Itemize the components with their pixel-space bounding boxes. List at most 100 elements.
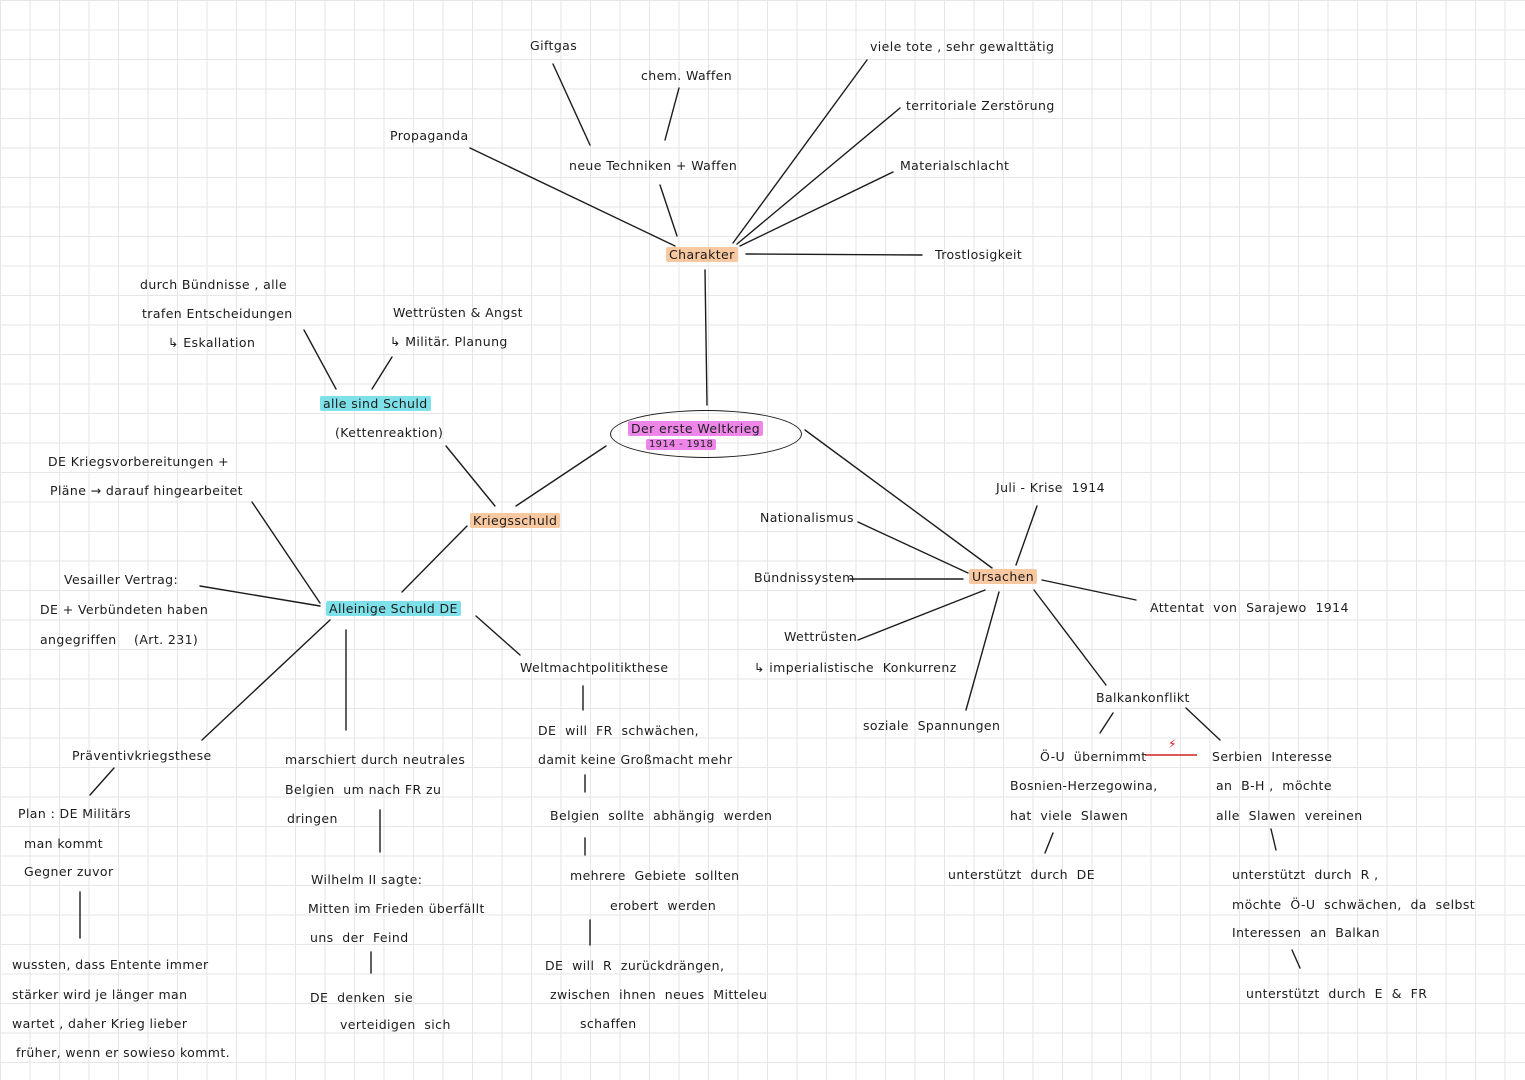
wilhelm-line-1: Wilhelm II sagte: [311, 872, 423, 887]
wettruesten-node: Wettrüsten [784, 629, 858, 644]
trostlosigkeit-node: Trostlosigkeit [935, 247, 1023, 262]
serbien-support-line-2: möchte Ö-U schwächen, da selbst [1232, 897, 1476, 912]
connector [1185, 707, 1221, 741]
connector [1033, 589, 1107, 686]
kriegsvorbereitungen-line-1: DE Kriegsvorbereitungen + [48, 454, 230, 469]
kriegsschuld-node: Kriegsschuld [470, 513, 561, 528]
connector [659, 184, 678, 237]
denken-line-2: verteidigen sich [340, 1017, 451, 1032]
connector [736, 107, 901, 245]
oe-u-line-3: hat viele Slawen [1010, 808, 1129, 823]
balkankonflikt-node: Balkankonflikt [1096, 690, 1190, 705]
soziale-spannungen-node: soziale Spannungen [863, 718, 1001, 733]
wilhelm-line-3: uns der Feind [310, 930, 409, 945]
connector [199, 585, 321, 607]
attentat-node: Attentat von Sarajewo 1914 [1150, 600, 1349, 615]
connector [804, 429, 993, 569]
buendnisse-line-1: durch Bündnisse , alle [140, 277, 287, 292]
serbien-support-line-3: Interessen an Balkan [1232, 925, 1380, 940]
connector [515, 445, 607, 507]
connector [664, 87, 680, 141]
oe-u-line-2: Bosnien-Herzegowina, [1010, 778, 1158, 793]
buendnissystem-node: Bündnissystem [754, 570, 855, 585]
belgien-line-1: marschiert durch neutrales [285, 752, 466, 767]
propaganda-node: Propaganda [390, 128, 469, 143]
versailler-line-3: angegriffen (Art. 231) [40, 632, 199, 647]
buendnisse-line-2: trafen Entscheidungen [142, 306, 293, 321]
weltmacht-node: Weltmachtpolitikthese [520, 660, 669, 675]
weltmacht-belgien: Belgien sollte abhängig werden [550, 808, 773, 823]
weltmacht-russland-line-1: DE will R zurückdrängen, [545, 958, 725, 973]
connector [745, 253, 923, 256]
weltmacht-gebiete-line-2: erobert werden [610, 898, 717, 913]
serbien-support-line-1: unterstützt durch R , [1232, 867, 1379, 882]
connector [965, 591, 1000, 711]
wettruesten-angst-line-2: ↳ Militär. Planung [390, 334, 508, 349]
serbien-line-2: an B-H , möchte [1216, 778, 1332, 793]
praeventiv-detail-line-3: wartet , daher Krieg lieber [12, 1016, 188, 1031]
charakter-node: Charakter [666, 247, 738, 262]
buendnisse-line-3: ↳ Eskallation [168, 335, 256, 350]
praeventiv-detail-line-1: wussten, dass Entente immer [12, 957, 209, 972]
belgien-line-3: dringen [287, 811, 338, 826]
materialschlacht-node: Materialschlacht [900, 158, 1010, 173]
territoriale-node: territoriale Zerstörung [906, 98, 1055, 113]
kriegsvorbereitungen-line-2: Pläne → darauf hingearbeitet [50, 483, 243, 498]
versailler-line-2: DE + Verbündeten haben [40, 602, 209, 617]
wettruesten-angst-line-1: Wettrüsten & Angst [393, 305, 523, 320]
juli-krise-node: Juli - Krise 1914 [996, 480, 1105, 495]
connector [475, 615, 521, 656]
alleinige-schuld-node: Alleinige Schuld DE [326, 601, 461, 616]
belgien-line-2: Belgien um nach FR zu [285, 782, 442, 797]
connector [251, 501, 321, 604]
connector [1044, 832, 1054, 854]
weltmacht-schwaechen-line-1: DE will FR schwächen, [538, 723, 700, 738]
connector [1270, 828, 1277, 851]
praeventiv-plan-line-2: man kommt [24, 836, 104, 851]
connector [401, 525, 468, 593]
connector [89, 767, 115, 796]
connector [1099, 712, 1114, 734]
praeventiv-plan-line-1: Plan : DE Militärs [18, 806, 131, 821]
weltmacht-schwaechen-line-2: damit keine Großmacht mehr [538, 752, 733, 767]
connector [704, 269, 708, 406]
ursachen-node: Ursachen [969, 569, 1038, 584]
connector [1291, 949, 1301, 969]
weltmacht-russland-line-3: schaffen [580, 1016, 637, 1031]
nationalismus-node: Nationalismus [760, 510, 854, 525]
serbien-line-3: alle Slawen vereinen [1216, 808, 1363, 823]
alle-schuld-node: alle sind Schuld [320, 396, 431, 411]
connector [371, 356, 393, 390]
connector [857, 589, 986, 641]
serbien-support2: unterstützt durch E & FR [1246, 986, 1428, 1001]
center-title: Der erste Weltkrieg [628, 421, 764, 436]
connector [1015, 505, 1038, 566]
wilhelm-line-2: Mitten im Frieden überfällt [308, 901, 485, 916]
chem-waffen-node: chem. Waffen [641, 68, 733, 83]
weltmacht-gebiete-line-1: mehrere Gebiete sollten [570, 868, 740, 883]
connector [552, 63, 591, 146]
praeventiv-detail-line-4: früher, wenn er sowieso kommt. [16, 1045, 231, 1060]
praeventiv-detail-line-2: stärker wird je länger man [12, 987, 188, 1002]
connector [1041, 579, 1137, 601]
kettenreaktion-label: (Kettenreaktion) [335, 425, 444, 440]
oe-u-line-1: Ö-U übernimmt [1040, 749, 1147, 764]
praeventiv-node: Präventivkriegsthese [72, 748, 212, 763]
neue-techniken-node: neue Techniken + Waffen [569, 158, 738, 173]
connector [445, 445, 496, 507]
viele-tote-node: viele tote , sehr gewalttätig [870, 39, 1055, 54]
center-years: 1914 - 1918 [646, 439, 717, 450]
serbien-line-1: Serbien Interesse [1212, 749, 1333, 764]
weltmacht-russland-line-2: zwischen ihnen neues Mitteleu [550, 987, 768, 1002]
center-oval [610, 410, 802, 458]
connector [732, 59, 868, 244]
conflict-mark: ⚡ [1168, 737, 1177, 751]
connector [469, 147, 676, 247]
denken-line-1: DE denken sie [310, 990, 414, 1005]
imperialistische-konkurrenz: ↳ imperialistische Konkurrenz [754, 660, 957, 675]
connector [303, 329, 337, 390]
praeventiv-plan-line-3: Gegner zuvor [24, 864, 114, 879]
giftgas-node: Giftgas [530, 38, 578, 53]
connector [739, 171, 894, 247]
